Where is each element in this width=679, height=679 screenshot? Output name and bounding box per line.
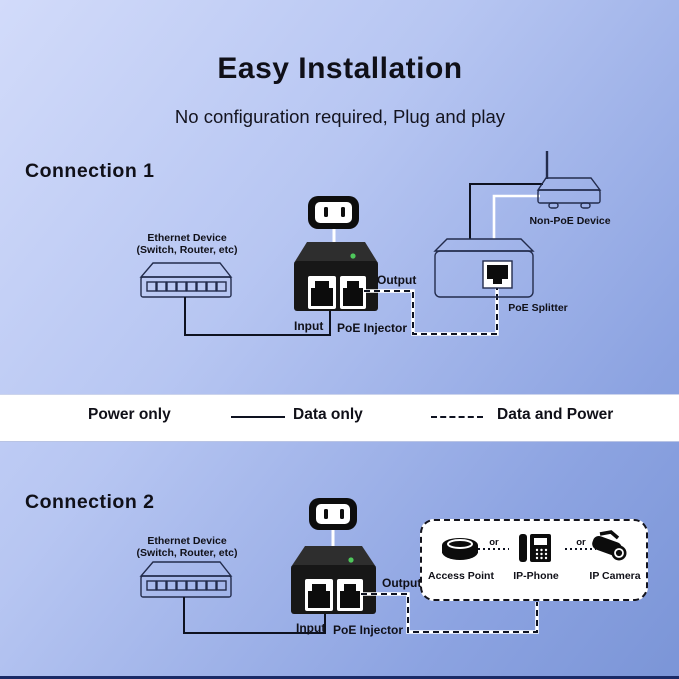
poe-injector-label: PoE Injector (337, 321, 408, 335)
ip-camera-label: IP Camera (589, 570, 641, 582)
power-outlet-icon (308, 196, 359, 229)
or-label: or (576, 537, 586, 548)
connection2-heading: Connection 2 (25, 491, 155, 513)
non-poe-device-label: Non-PoE Device (529, 215, 611, 227)
power-only-line-swatch (30, 416, 80, 419)
led-indicator (350, 253, 356, 259)
access-point-icon (442, 538, 478, 560)
page-subtitle: No configuration required, Plug and play (174, 106, 506, 127)
legend-power-only: Power only (88, 406, 171, 423)
legend-data-and-power: Data and Power (497, 406, 614, 423)
page-title: Easy Installation (217, 52, 463, 85)
ethernet-switch-icon (139, 262, 233, 298)
ethernet-device-label: Ethernet Device (147, 535, 227, 547)
conn1-splitter-power-line (492, 194, 540, 239)
ip-camera-icon (592, 530, 627, 561)
poe-injector-label: PoE Injector (333, 623, 404, 637)
access-point-label: Access Point (428, 570, 494, 582)
ethernet-device-sublabel: (Switch, Router, etc) (136, 244, 238, 256)
poe-injector-icon (291, 546, 376, 614)
led-indicator (348, 557, 354, 563)
conn1-output-line-dashes (364, 288, 498, 335)
output-label: Output (377, 273, 417, 287)
poe-injector-icon (294, 242, 378, 311)
ethernet-device-sublabel: (Switch, Router, etc) (136, 547, 238, 559)
conn2-output-line-dashes (361, 593, 538, 633)
power-outlet-icon (309, 498, 357, 530)
ethernet-device-label: Ethernet Device (147, 232, 227, 244)
ip-phone-icon (519, 534, 551, 562)
connection1-heading: Connection 1 (25, 160, 155, 182)
legend-band (0, 394, 679, 442)
conn2-data-line (183, 597, 326, 634)
ethernet-switch-icon (139, 561, 233, 598)
poe-splitter-icon (433, 238, 535, 298)
bottom-accent-bar (0, 676, 679, 679)
conn1-data-line (184, 297, 331, 336)
legend-data-only: Data only (293, 406, 363, 423)
data-only-line-swatch (231, 416, 285, 418)
non-poe-device-icon (536, 151, 602, 209)
data-and-power-line-swatch (431, 416, 483, 418)
or-label: or (489, 537, 499, 548)
poe-splitter-label: PoE Splitter (508, 302, 568, 314)
input-label: Input (296, 621, 326, 635)
input-label: Input (294, 319, 324, 333)
output-label: Output (382, 576, 422, 590)
ip-phone-label: IP-Phone (513, 570, 559, 582)
conn1-splitter-data-line (469, 183, 543, 239)
